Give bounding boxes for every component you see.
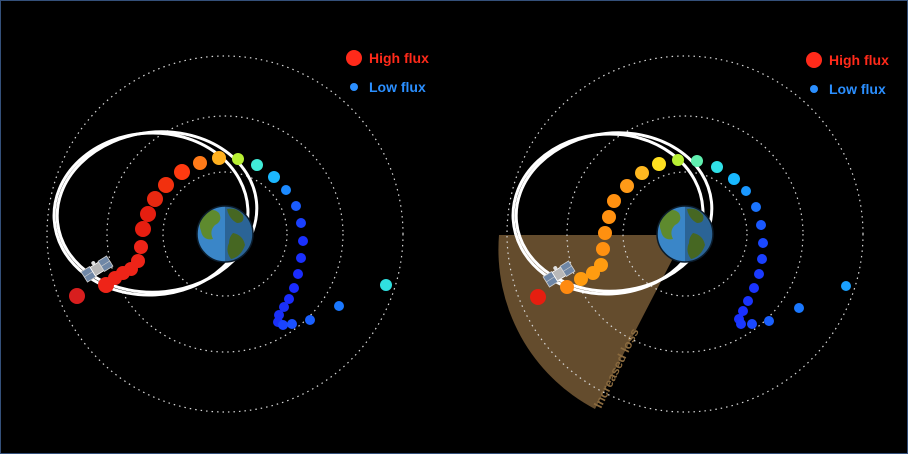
increased-loss-region: [498, 235, 685, 409]
flux-point: [574, 272, 588, 286]
flux-point: [594, 258, 608, 272]
flux-point: [794, 303, 804, 313]
flux-point: [691, 155, 703, 167]
flux-point: [757, 254, 767, 264]
panel-left: High flux Low flux: [47, 50, 429, 412]
flux-point: [305, 315, 315, 325]
flux-point: [635, 166, 649, 180]
legend-low-label-left: Low flux: [369, 79, 426, 95]
flux-point: [841, 281, 851, 291]
flux-point: [749, 283, 759, 293]
flux-point: [652, 157, 666, 171]
flux-point: [293, 269, 303, 279]
panel-right: Increased loss: [498, 52, 889, 412]
flux-point: [291, 201, 301, 211]
flux-point: [289, 283, 299, 293]
flux-point: [602, 210, 616, 224]
flux-point: [193, 156, 207, 170]
flux-point: [140, 206, 156, 222]
flux-point: [251, 159, 263, 171]
flux-point: [69, 288, 85, 304]
earth-icon: [657, 206, 713, 262]
flux-point: [135, 221, 151, 237]
flux-point: [741, 186, 751, 196]
flux-point: [334, 301, 344, 311]
legend-high-label-right: High flux: [829, 52, 889, 68]
flux-point: [598, 226, 612, 240]
legend-high-marker-left: [346, 50, 362, 66]
flux-point: [296, 253, 306, 263]
flux-point: [747, 319, 757, 329]
flux-point: [268, 171, 280, 183]
flux-point: [278, 320, 288, 330]
legend-right: High flux Low flux: [806, 52, 889, 97]
legend-left: High flux Low flux: [346, 50, 429, 95]
flux-point: [232, 153, 244, 165]
flux-point: [736, 319, 746, 329]
flux-point: [147, 191, 163, 207]
flux-point: [758, 238, 768, 248]
earth-icon: [197, 206, 253, 262]
flux-point: [212, 151, 226, 165]
flux-point: [287, 319, 297, 329]
flux-point: [711, 161, 723, 173]
legend-high-label-left: High flux: [369, 50, 429, 66]
flux-point: [754, 269, 764, 279]
flux-point: [620, 179, 634, 193]
flux-point: [296, 218, 306, 228]
flux-point: [728, 173, 740, 185]
flux-point: [131, 254, 145, 268]
flux-point: [158, 177, 174, 193]
flux-point: [743, 296, 753, 306]
flux-point: [134, 240, 148, 254]
flux-point: [764, 316, 774, 326]
legend-low-label-right: Low flux: [829, 81, 886, 97]
flux-point: [756, 220, 766, 230]
legend-high-marker-right: [806, 52, 822, 68]
flux-point: [298, 236, 308, 246]
flux-point: [174, 164, 190, 180]
flux-point: [281, 185, 291, 195]
legend-low-marker-right: [810, 85, 818, 93]
flux-point: [380, 279, 392, 291]
flux-point: [751, 202, 761, 212]
flux-point: [607, 194, 621, 208]
flux-point: [672, 154, 684, 166]
legend-low-marker-left: [350, 83, 358, 91]
flux-point: [560, 280, 574, 294]
flux-point: [530, 289, 546, 305]
flux-point: [596, 242, 610, 256]
